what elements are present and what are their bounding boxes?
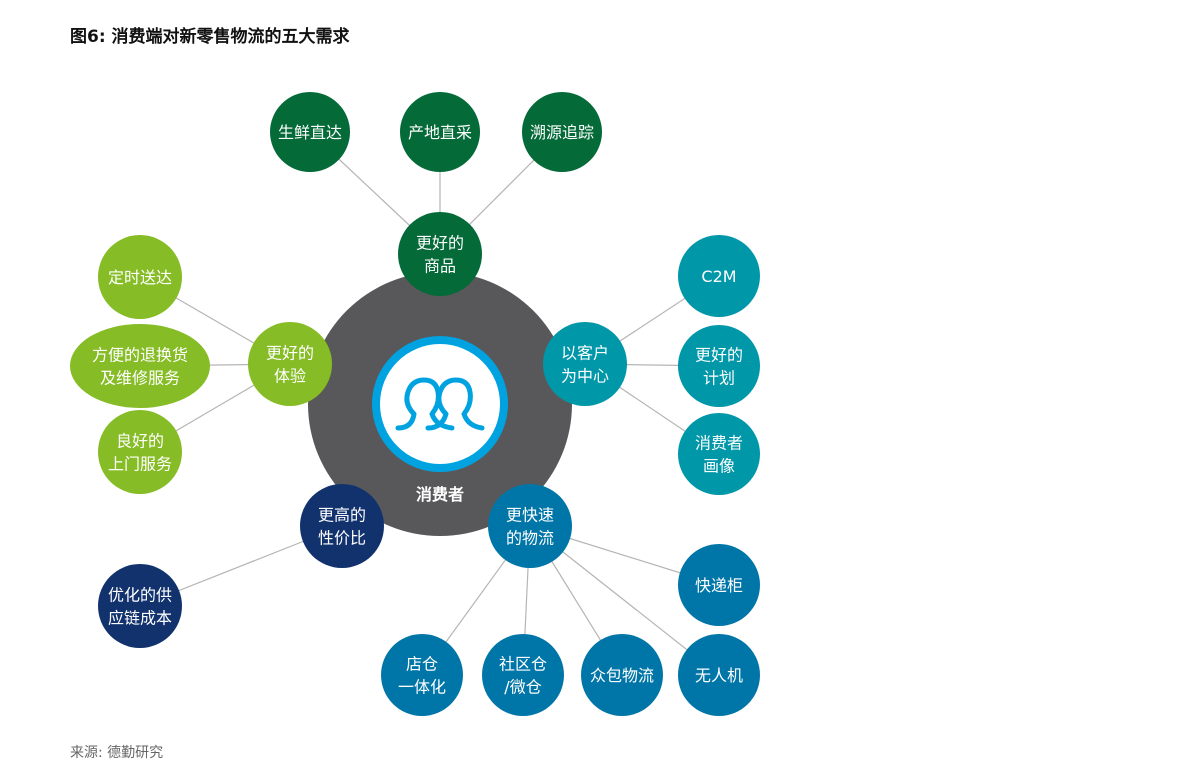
sub-node-experience-1-label: 方便的退换货 bbox=[92, 346, 188, 365]
sub-node-customer-1-label: 更好的 bbox=[695, 346, 743, 365]
sub-node-goods-0: 生鲜直达 bbox=[270, 92, 350, 172]
sub-node-goods-1-circle bbox=[400, 92, 480, 172]
need-node-goods-circle bbox=[398, 212, 482, 296]
sub-node-logistics-4-label: 店仓 bbox=[406, 655, 438, 674]
sub-node-customer-1-circle bbox=[678, 325, 760, 407]
sub-node-logistics-3-label: 社区仓 bbox=[499, 655, 547, 674]
sub-node-customer-0-label: C2M bbox=[701, 267, 736, 286]
sub-node-customer-0: C2M bbox=[678, 235, 760, 317]
sub-node-logistics-2: 众包物流 bbox=[581, 634, 663, 716]
need-node-value-label: 性价比 bbox=[318, 529, 366, 548]
sub-node-customer-1-label: 计划 bbox=[703, 369, 735, 388]
need-node-logistics-label: 的物流 bbox=[506, 529, 554, 548]
sub-node-experience-2-label: 上门服务 bbox=[108, 455, 172, 474]
need-node-value-circle bbox=[300, 484, 384, 568]
sub-node-logistics-0-label: 快递柜 bbox=[695, 576, 743, 595]
sub-node-logistics-1-circle bbox=[678, 634, 760, 716]
sub-node-logistics-4-label: 一体化 bbox=[398, 678, 446, 697]
need-node-logistics-label: 更快速 bbox=[506, 506, 554, 525]
need-node-customer-circle bbox=[543, 322, 627, 406]
sub-node-customer-0-circle bbox=[678, 235, 760, 317]
sub-node-logistics-4-circle bbox=[381, 634, 463, 716]
sub-node-value-0-circle bbox=[98, 564, 182, 648]
source-note: 来源: 德勤研究 bbox=[70, 745, 164, 761]
sub-node-logistics-1: 无人机 bbox=[678, 634, 760, 716]
need-node-experience-circle bbox=[248, 322, 332, 406]
sub-node-goods-2-circle bbox=[522, 92, 602, 172]
sub-node-goods-0-circle bbox=[270, 92, 350, 172]
sub-node-experience-1-circle bbox=[70, 324, 210, 408]
sub-node-logistics-2-label: 众包物流 bbox=[590, 666, 654, 685]
sub-node-experience-0-label: 定时送达 bbox=[108, 268, 172, 287]
sub-node-experience-2-circle bbox=[98, 410, 182, 494]
sub-node-logistics-3-circle bbox=[482, 634, 564, 716]
need-node-customer-label: 为中心 bbox=[561, 367, 609, 386]
figure-title: 图6: 消费端对新零售物流的五大需求 bbox=[70, 27, 350, 47]
sub-node-goods-2-label: 溯源追踪 bbox=[530, 123, 594, 142]
sub-node-logistics-1-label: 无人机 bbox=[695, 666, 743, 685]
sub-node-logistics-3-label: /微仓 bbox=[504, 678, 541, 697]
sub-node-experience-0-circle bbox=[98, 235, 182, 319]
sub-node-value-0-label: 应链成本 bbox=[108, 609, 172, 628]
sub-node-logistics-0-circle bbox=[678, 544, 760, 626]
sub-node-experience-1-label: 及维修服务 bbox=[100, 369, 180, 388]
people-icon bbox=[395, 377, 485, 431]
sub-node-customer-2-circle bbox=[678, 413, 760, 495]
need-nodes: 更好的商品生鲜直达产地直采溯源追踪更好的体验定时送达方便的退换货及维修服务良好的… bbox=[70, 92, 760, 716]
need-node-experience-label: 更好的 bbox=[266, 344, 314, 363]
need-node-goods-label: 更好的 bbox=[416, 234, 464, 253]
sub-node-logistics-3: 社区仓/微仓 bbox=[482, 634, 564, 716]
sub-node-logistics-0: 快递柜 bbox=[678, 544, 760, 626]
need-node-logistics-circle bbox=[488, 484, 572, 568]
need-node-value-label: 更高的 bbox=[318, 506, 366, 525]
sub-node-goods-0-label: 生鲜直达 bbox=[278, 123, 342, 142]
center-label: 消费者 bbox=[416, 485, 464, 504]
sub-node-experience-0: 定时送达 bbox=[98, 235, 182, 319]
sub-node-logistics-2-circle bbox=[581, 634, 663, 716]
need-node-customer-label: 以客户 bbox=[561, 344, 609, 363]
need-node-experience-label: 体验 bbox=[274, 367, 306, 386]
sub-node-goods-1-label: 产地直采 bbox=[408, 123, 472, 142]
sub-node-experience-2-label: 良好的 bbox=[116, 432, 164, 451]
sub-node-value-0-label: 优化的供 bbox=[108, 586, 172, 605]
sub-node-customer-2-label: 画像 bbox=[703, 457, 735, 476]
sub-node-customer-2-label: 消费者 bbox=[695, 434, 743, 453]
sub-node-goods-2: 溯源追踪 bbox=[522, 92, 602, 172]
need-node-goods-label: 商品 bbox=[424, 257, 456, 276]
sub-node-goods-1: 产地直采 bbox=[400, 92, 480, 172]
